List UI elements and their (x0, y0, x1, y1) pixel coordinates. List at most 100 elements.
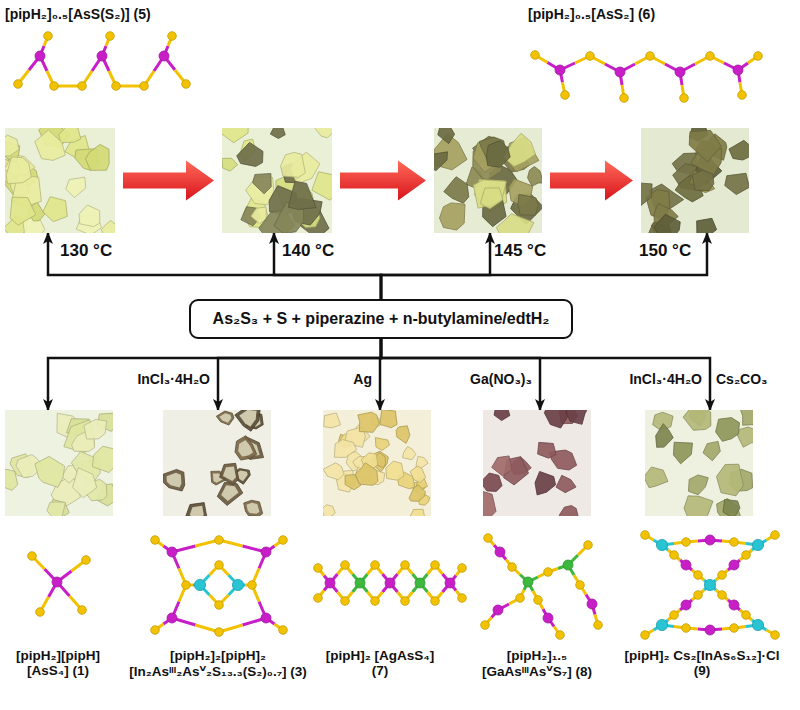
photo-image (222, 128, 332, 233)
atom (248, 581, 257, 590)
compound-label: [pipH]₂ [AgAsS₄] (7) (324, 648, 436, 678)
crystal (66, 177, 86, 197)
atom (646, 52, 655, 61)
crystal-structure (641, 531, 780, 640)
atom (641, 631, 650, 640)
crystal (703, 441, 720, 460)
atom (97, 51, 107, 61)
crystal (438, 128, 455, 144)
atom (194, 579, 205, 590)
atom (44, 32, 53, 41)
atom (729, 560, 739, 570)
atom (36, 608, 45, 617)
atom (670, 551, 679, 560)
atom (730, 624, 739, 633)
atom (215, 561, 224, 570)
atom (182, 80, 191, 89)
atom (742, 611, 751, 620)
transformation-arrow (550, 161, 633, 201)
crystal (716, 464, 743, 496)
temperature-label: 140 °C (282, 241, 334, 261)
atom (52, 577, 62, 587)
photo-ground (483, 410, 591, 516)
atom (431, 597, 440, 606)
atom (523, 577, 533, 587)
atom (14, 80, 23, 89)
atom (495, 547, 505, 557)
reaction-arrow (274, 233, 381, 299)
crystal (689, 130, 721, 161)
crystal-photo: [pipH₂]₂[pipH]₂ [In₂Asᴵᴵᴵ₂Asⱽ₂S₁₃.₃(S₂)₀… (163, 410, 271, 516)
crystal (79, 205, 100, 227)
atom (484, 534, 493, 543)
compound-label: [pipH₂]₁.₅ [GaAsᴵᴵᴵAsⱽS₇] (8) (462, 648, 612, 679)
atom (151, 626, 160, 635)
crystal-face (190, 506, 204, 516)
reaction-arrow (381, 233, 490, 299)
transformation-arrow (340, 161, 426, 201)
atom (729, 600, 739, 610)
atom (594, 621, 603, 630)
crystal (386, 461, 404, 480)
crystal-photo: [pipH]₂ [AgAsS₄] (7) (323, 410, 431, 516)
temperature-label: 130 °C (60, 241, 112, 261)
atom (675, 67, 685, 77)
photo-ground (641, 128, 749, 233)
crystal (237, 142, 263, 166)
crystal (717, 499, 742, 516)
crystal (492, 456, 512, 476)
crystal (35, 130, 66, 160)
crystal (220, 463, 239, 484)
atom (78, 606, 87, 615)
crystal (538, 442, 557, 458)
reagent-box: As₂S₃ + S + piperazine + n-butylamine/ed… (189, 299, 574, 339)
atom (341, 597, 350, 606)
atom (50, 82, 59, 91)
atom (682, 538, 691, 547)
crystal-photo: 140 °C (222, 128, 332, 233)
crystal (496, 214, 533, 233)
crystal (403, 446, 416, 459)
atom (681, 560, 691, 570)
crystal (253, 174, 272, 194)
crystal-face (238, 440, 253, 457)
crystal (10, 197, 36, 225)
atom (458, 594, 467, 603)
atom (752, 539, 763, 550)
atom (544, 568, 553, 577)
crystal (518, 194, 538, 215)
crystal-structure (481, 534, 603, 640)
atom (445, 578, 455, 588)
atom (182, 581, 191, 590)
atom (531, 51, 540, 60)
crystal (312, 172, 332, 201)
atom (771, 531, 780, 540)
crystal (314, 128, 332, 138)
crystal (688, 475, 708, 495)
atom (314, 564, 323, 573)
atom (401, 561, 410, 570)
atom (78, 82, 87, 91)
reaction-arrow (48, 233, 381, 299)
crystal (535, 471, 556, 495)
crystal (244, 500, 263, 516)
crystal (483, 473, 502, 491)
crystal (216, 411, 234, 425)
atom (28, 552, 37, 561)
photo-image (163, 410, 271, 516)
compound-label: [pipH₂]₀.₅[AsS₂] (6) (528, 6, 655, 22)
crystal (697, 218, 717, 233)
atom (279, 536, 288, 545)
crystal (270, 128, 285, 138)
atom (82, 556, 91, 565)
crystal (288, 181, 316, 209)
atom (705, 535, 715, 545)
crystal (410, 466, 426, 482)
atom (705, 625, 715, 635)
compound-label: [pipH₂]₀.₅[AsS(S₂)] (5) (5, 6, 151, 22)
atom (215, 628, 224, 637)
crystal (439, 203, 465, 230)
crystal (217, 482, 243, 505)
